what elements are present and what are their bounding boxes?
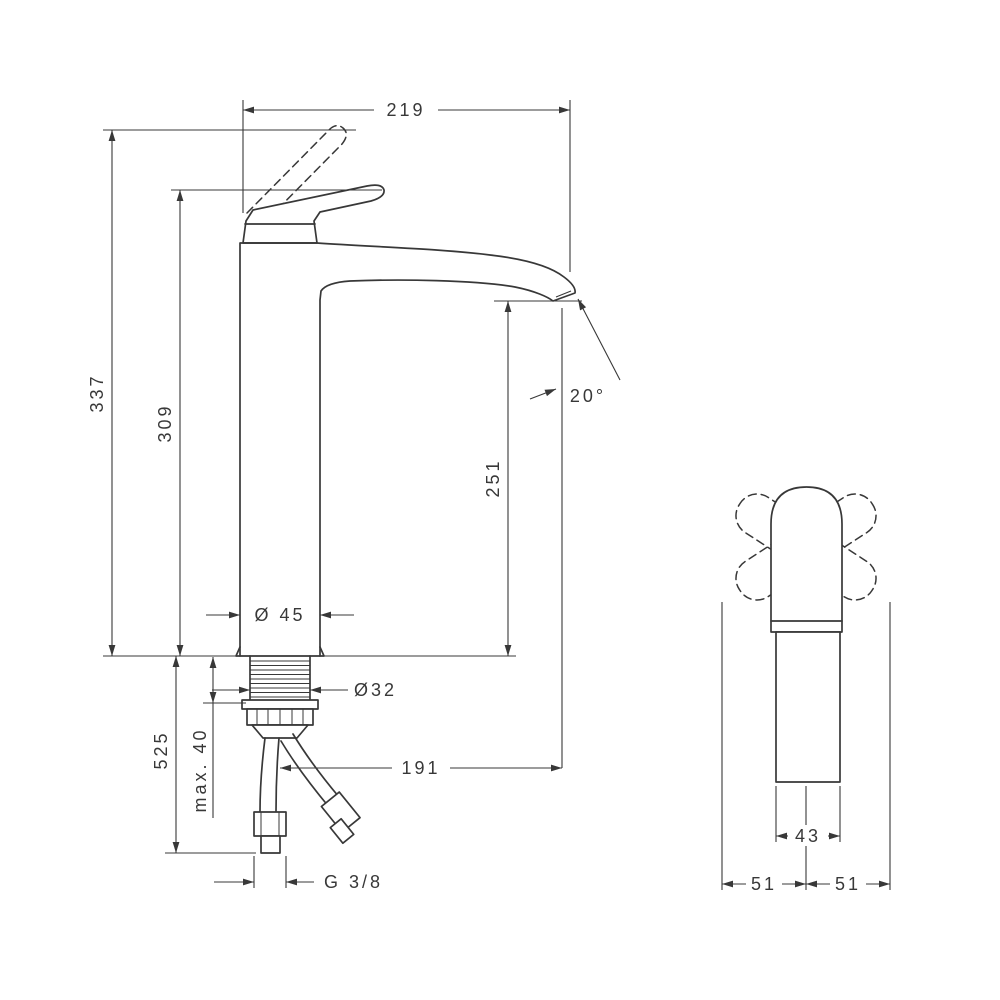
faucet-handle-outline xyxy=(242,184,385,244)
side-dimension-labels: 43 51 51 xyxy=(746,825,866,894)
front-view: 219 337 309 251 20° Ø 45 Ø32 525 max. 40… xyxy=(87,99,621,892)
dim-handle-height-label: 309 xyxy=(155,403,175,442)
dim-swivel-right-label: 51 xyxy=(835,874,861,894)
dim-outlet-height-label: 251 xyxy=(483,458,503,497)
mounting-shank xyxy=(241,655,319,739)
spout-angle-arrow xyxy=(529,388,557,400)
dim-swivel-left-label: 51 xyxy=(751,874,777,894)
front-dimension-lines xyxy=(103,100,621,888)
hose-fitting-left xyxy=(253,811,287,837)
faucet-body-outline xyxy=(235,242,576,657)
side-view: 43 51 51 xyxy=(721,486,891,894)
supply-hoses xyxy=(253,733,361,854)
dim-max-counter-thickness-label: max. 40 xyxy=(190,727,210,812)
front-dimension-labels: 219 337 309 251 20° Ø 45 Ø32 525 max. 40… xyxy=(87,99,606,892)
raised-handle-dashed-outline xyxy=(246,124,347,222)
dim-total-height-label: 337 xyxy=(87,373,107,412)
dim-spout-reach-label: 191 xyxy=(401,758,440,778)
side-faucet-outline xyxy=(770,486,843,783)
hose-tip-right xyxy=(329,817,355,845)
dim-body-width-label: 43 xyxy=(795,826,821,846)
side-body-outline xyxy=(775,631,841,783)
dim-spout-width-label: 219 xyxy=(386,100,425,120)
spout-angle-line xyxy=(577,298,621,381)
dim-spout-angle-label: 20° xyxy=(570,386,606,406)
hose-tip-left xyxy=(260,835,281,854)
dim-connection-thread-label: G 3/8 xyxy=(324,872,383,892)
dim-shank-diameter-label: Ø32 xyxy=(354,680,397,700)
side-handle-outline xyxy=(770,486,843,633)
aerator-line xyxy=(555,290,572,298)
hose-fitting-right xyxy=(320,791,361,833)
dim-body-diameter-label: Ø 45 xyxy=(254,605,305,625)
dim-below-counter-label: 525 xyxy=(151,730,171,769)
